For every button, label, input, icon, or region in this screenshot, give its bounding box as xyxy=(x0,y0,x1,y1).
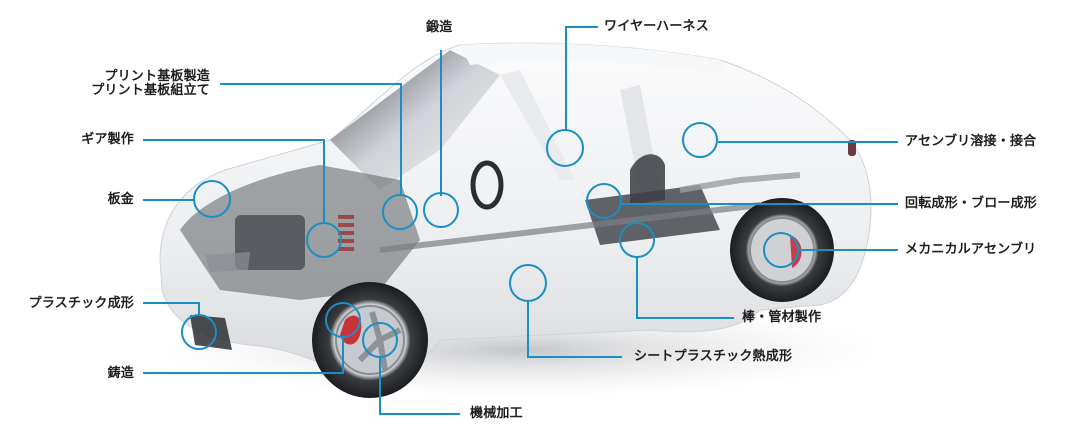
label-rod-tube[interactable]: 棒・管材製作 xyxy=(742,310,822,325)
circle-rod-tube xyxy=(619,222,655,258)
circle-sheet-metal xyxy=(193,180,231,218)
line-casting xyxy=(143,338,344,374)
exhaust xyxy=(679,172,801,193)
circle-plastic-molding xyxy=(181,314,217,350)
label-machining[interactable]: 機械加工 xyxy=(470,406,523,421)
callout-lines xyxy=(143,26,898,415)
front-spokes xyxy=(357,311,402,371)
engine-block xyxy=(235,215,305,270)
line-gear xyxy=(143,139,325,222)
steering-wheel xyxy=(470,160,504,210)
line-rod-tube xyxy=(636,257,734,319)
coil-spring xyxy=(338,215,354,251)
label-assembly-welding[interactable]: アセンブリ溶接・接合 xyxy=(905,134,1037,149)
label-sheet-metal[interactable]: 板金 xyxy=(107,192,134,207)
label-forging[interactable]: 鍛造 xyxy=(426,20,453,35)
roof xyxy=(460,43,730,75)
label-casting[interactable]: 鋳造 xyxy=(107,366,134,381)
circle-pcb xyxy=(382,194,418,230)
circle-machining xyxy=(362,322,398,358)
tail-light xyxy=(848,140,856,156)
driveshaft xyxy=(379,202,761,253)
line-wire-harness xyxy=(565,26,598,130)
label-pcb-manufacturing: プリント基板製造 xyxy=(104,69,210,84)
circle-gear xyxy=(306,222,342,258)
windshield xyxy=(330,50,500,190)
circle-casting xyxy=(325,302,361,338)
label-rotational-blow-molding[interactable]: 回転成形・ブロー成形 xyxy=(905,196,1038,211)
circle-rotational-molding xyxy=(586,183,622,219)
label-mechanical-assembly[interactable]: メカニカルアセンブリ xyxy=(905,242,1037,257)
label-pcb[interactable]: プリント基板製造 プリント基板組立て xyxy=(70,70,210,98)
circle-thermoforming xyxy=(509,264,547,302)
line-pcb xyxy=(220,83,402,194)
rear-brake xyxy=(790,235,802,268)
line-machining xyxy=(379,358,460,415)
circle-forging xyxy=(423,192,459,228)
headlight xyxy=(205,252,250,272)
circle-wire-harness xyxy=(546,129,584,167)
front-vent xyxy=(190,315,232,350)
label-thermoforming[interactable]: シートプラスチック熱成形 xyxy=(634,349,793,364)
circle-mechanical-assembly xyxy=(763,232,799,268)
line-thermoforming xyxy=(527,301,622,358)
line-plastic-molding xyxy=(143,302,200,314)
a-pillar xyxy=(500,70,575,180)
label-pcb-assembly: プリント基板組立て xyxy=(91,83,210,98)
label-plastic-molding[interactable]: プラスチック成形 xyxy=(28,296,134,311)
label-gear[interactable]: ギア製作 xyxy=(81,132,134,147)
label-wire-harness[interactable]: ワイヤーハーネス xyxy=(604,19,709,34)
circle-assembly-welding xyxy=(682,122,718,158)
